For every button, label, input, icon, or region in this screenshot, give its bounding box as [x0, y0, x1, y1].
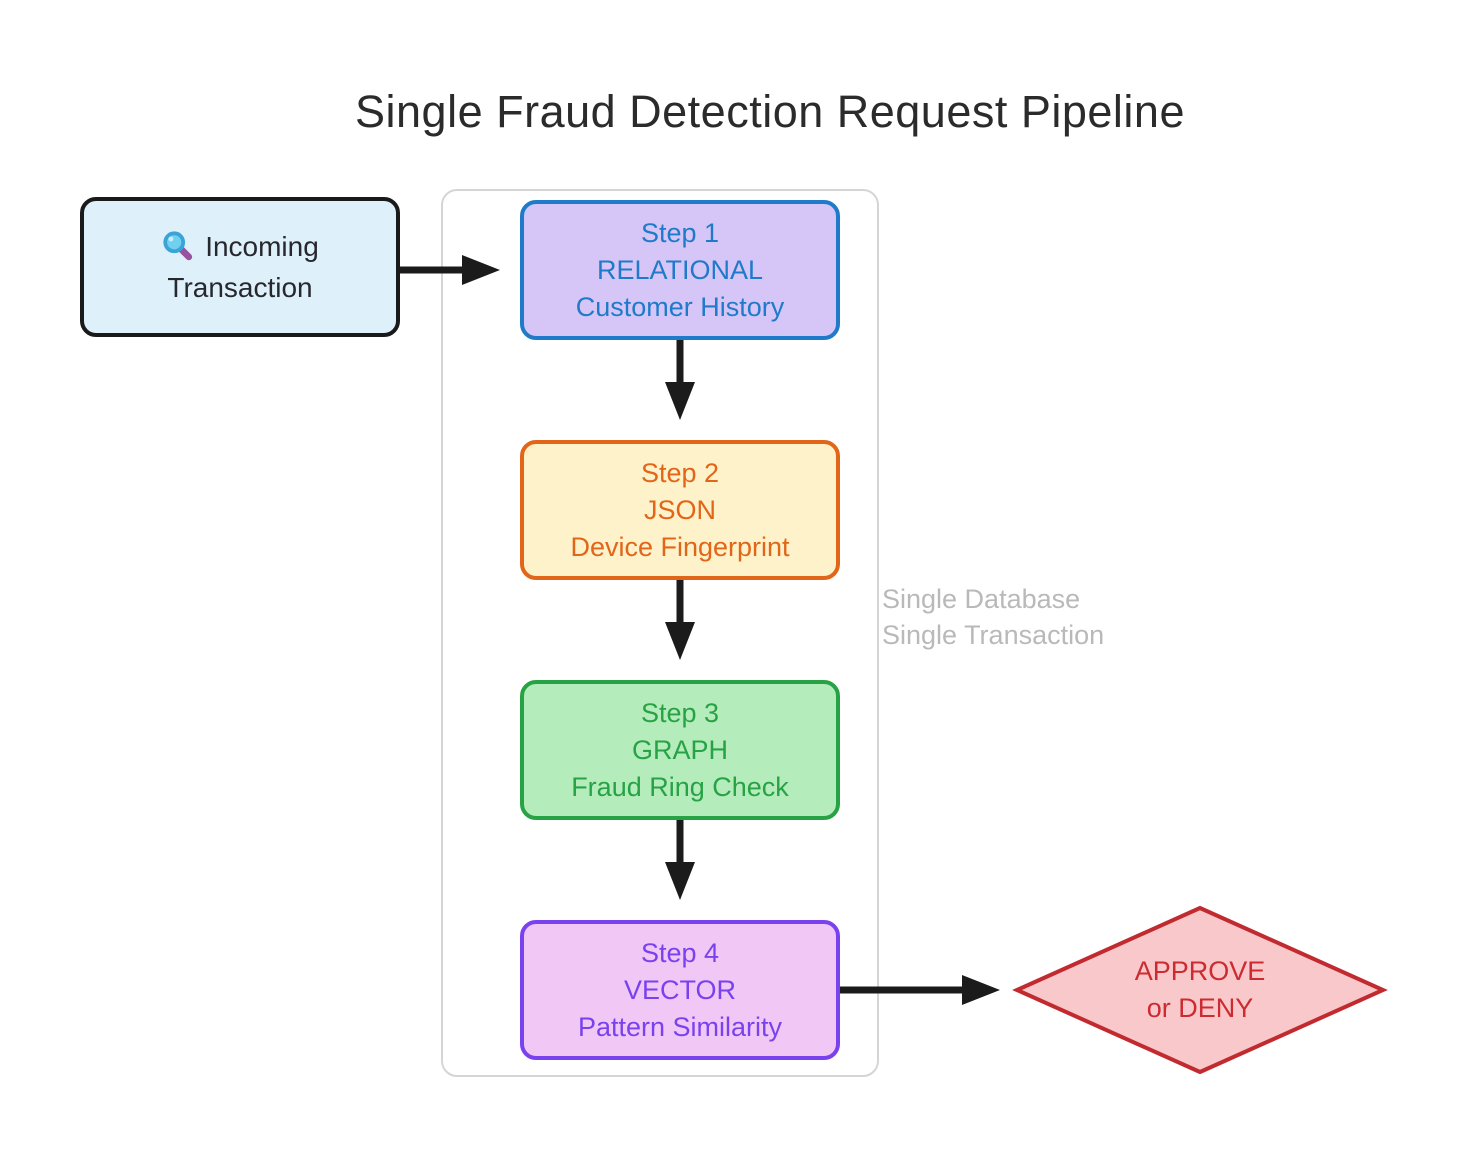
- pipeline-caption-line2: Single Transaction: [882, 620, 1105, 650]
- incoming-label-line1: Incoming: [205, 231, 319, 262]
- step-3-db-type: GRAPH: [631, 734, 729, 765]
- page-title: Single Fraud Detection Request Pipeline: [355, 86, 1185, 137]
- step-2-task: Device Fingerprint: [570, 531, 790, 562]
- step-1-node: Step 1 RELATIONAL Customer History: [520, 200, 840, 340]
- step-4-label: Step 4: [640, 937, 720, 968]
- step-2-db-type: JSON: [643, 494, 716, 525]
- pipeline-caption-line1: Single Database: [882, 584, 1081, 614]
- step-1-task: Customer History: [575, 291, 785, 322]
- incoming-line1: Incoming: [161, 226, 319, 267]
- step-4-node: Step 4 VECTOR Pattern Similarity: [520, 920, 840, 1060]
- incoming-label-line2: Transaction: [167, 272, 313, 303]
- step-1-db-type: RELATIONAL: [596, 254, 764, 285]
- decision-label-line1: APPROVE: [1134, 956, 1266, 986]
- decision-node-label: APPROVE or DENY: [1050, 951, 1350, 1029]
- step-4-db-type: VECTOR: [623, 974, 737, 1005]
- step-1-label: Step 1: [640, 217, 720, 248]
- decision-label-line2: or DENY: [1146, 993, 1254, 1023]
- step-4-task: Pattern Similarity: [577, 1011, 783, 1042]
- step-3-label: Step 3: [640, 697, 720, 728]
- magnifying-glass-icon: [163, 230, 193, 260]
- step-3-task: Fraud Ring Check: [571, 771, 789, 802]
- step-2-node: Step 2 JSON Device Fingerprint: [520, 440, 840, 580]
- step-3-node: Step 3 GRAPH Fraud Ring Check: [520, 680, 840, 820]
- pipeline-caption: Single Database Single Transaction: [882, 581, 1104, 653]
- step-2-label: Step 2: [640, 457, 720, 488]
- incoming-transaction-node: Incoming Transaction: [80, 197, 400, 337]
